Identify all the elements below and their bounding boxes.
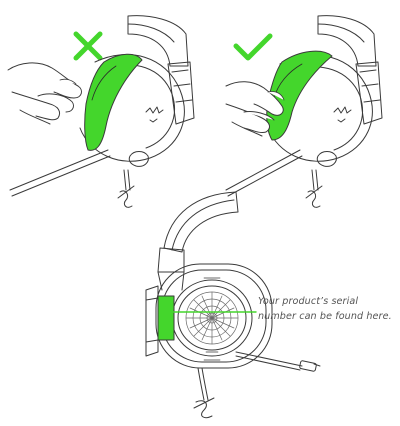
cable-left bbox=[9, 149, 149, 208]
cup-markings bbox=[203, 277, 221, 361]
cable-bottom bbox=[193, 367, 215, 419]
cable-right bbox=[225, 149, 337, 208]
serial-number-callout: Your product’s serial number can be foun… bbox=[258, 294, 398, 324]
speaker-grille bbox=[185, 291, 239, 345]
headband-right bbox=[317, 15, 377, 67]
microphone-boom bbox=[235, 351, 321, 372]
headband-bottom bbox=[163, 191, 239, 253]
ear-cushion-left bbox=[84, 53, 143, 151]
yoke-right bbox=[355, 61, 383, 125]
serial-panel bbox=[145, 191, 321, 419]
cross-mark-icon bbox=[73, 31, 103, 61]
serial-number-label bbox=[157, 295, 175, 341]
check-mark-icon bbox=[233, 33, 273, 61]
hand-correct bbox=[225, 81, 285, 137]
yoke-left bbox=[167, 61, 195, 125]
hand-pulling bbox=[7, 62, 82, 125]
correct-panel bbox=[225, 15, 383, 208]
headband-left bbox=[127, 15, 189, 67]
side-panel bbox=[145, 285, 159, 357]
incorrect-panel bbox=[7, 15, 195, 208]
callout-line-1: Your product’s serial bbox=[258, 296, 359, 307]
callout-line-2: number can be found here. bbox=[258, 311, 392, 322]
